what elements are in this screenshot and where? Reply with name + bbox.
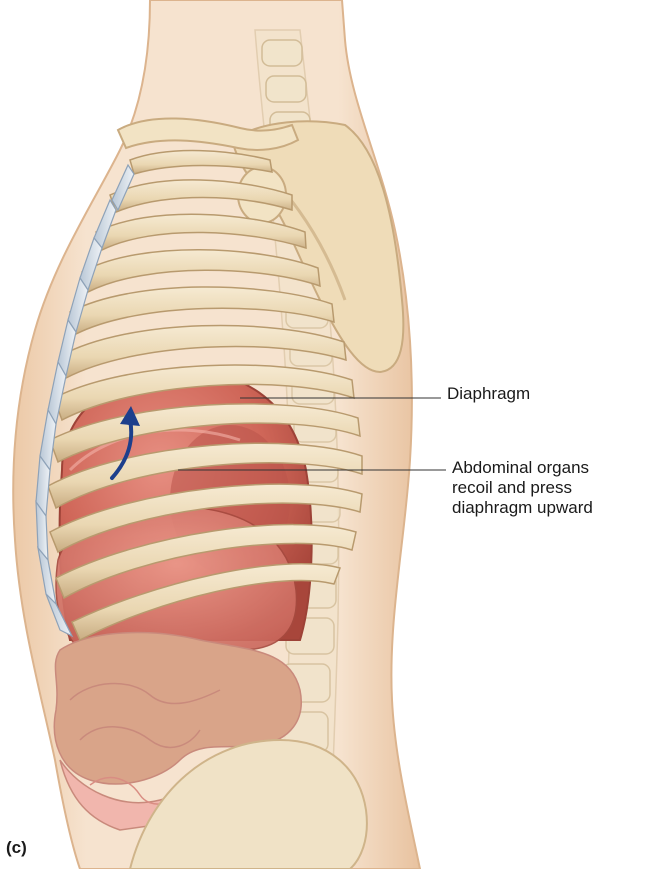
abdominal-label-line-2: recoil and press <box>452 478 593 498</box>
abdominal-label-line-1: Abdominal organs <box>452 458 593 478</box>
abdominal-label-line-3: diaphragm upward <box>452 498 593 518</box>
panel-letter: (c) <box>6 838 27 858</box>
abdominal-organs-label: Abdominal organs recoil and press diaphr… <box>452 458 593 518</box>
diaphragm-label: Diaphragm <box>447 384 530 404</box>
